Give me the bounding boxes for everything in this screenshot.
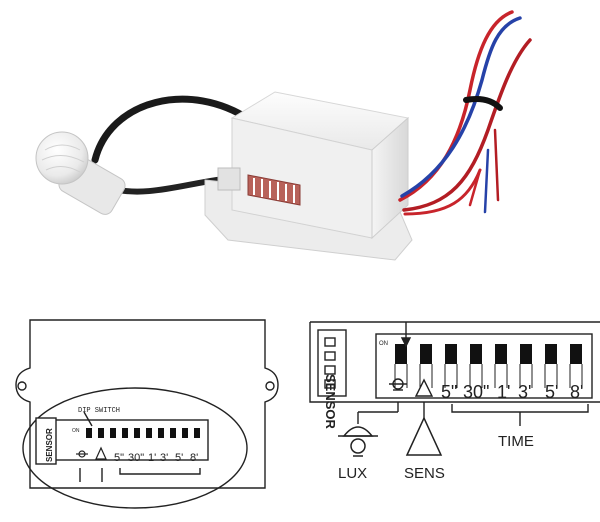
- right-strip-icons: [389, 378, 434, 397]
- wires: [398, 10, 532, 216]
- left-switch-label-5: 8': [190, 452, 198, 464]
- motion-sensor-photo: [35, 10, 532, 261]
- left-zoom-ellipse: [22, 387, 248, 509]
- left-switch-label-2: 1': [148, 452, 156, 464]
- sens-label: SENS: [404, 465, 445, 482]
- left-switch-label-1: 30": [128, 452, 144, 464]
- right-switch-label-0: 5": [441, 382, 457, 402]
- sensor-body-side: [371, 116, 409, 240]
- right-dip-keys: [395, 344, 582, 364]
- time-label: TIME: [498, 433, 534, 450]
- left-diagram-outline: [15, 319, 279, 489]
- pir-lens: [35, 131, 126, 215]
- sens-icon: [405, 416, 443, 456]
- lux-icon: [338, 426, 378, 457]
- cable-tie: [463, 96, 503, 111]
- right-sensor-block: [317, 329, 347, 397]
- left-sensor-label: SENSOR: [45, 428, 54, 462]
- left-dip-switch-label: DIP SWITCH: [78, 407, 120, 415]
- sensor-connector: [217, 167, 241, 191]
- left-lux-sens-icons: [76, 446, 107, 460]
- right-sensor-label: SENSOR: [323, 374, 338, 430]
- left-dip-keys: [86, 428, 200, 438]
- left-switch-label-3: 3': [160, 452, 168, 464]
- right-on-label: ON: [379, 341, 388, 347]
- left-switch-label-0: 5": [114, 452, 124, 464]
- right-diagram-outline: [309, 321, 600, 403]
- left-wiring-diagram: [15, 319, 279, 509]
- dip-switch-keys: [253, 178, 295, 203]
- right-switch-label-5: 8': [570, 382, 583, 402]
- left-sensor-block: [35, 417, 57, 465]
- right-switch-label-2: 1': [497, 382, 510, 402]
- right-switch-label-4: 5': [545, 382, 558, 402]
- right-switch-label-1: 30": [463, 382, 489, 402]
- left-on-label: ON: [72, 428, 80, 434]
- right-switch-label-3: 3': [518, 382, 531, 402]
- lux-label: LUX: [338, 465, 367, 482]
- left-switch-label-4: 5': [175, 452, 183, 464]
- right-wiring-diagram: [309, 321, 600, 426]
